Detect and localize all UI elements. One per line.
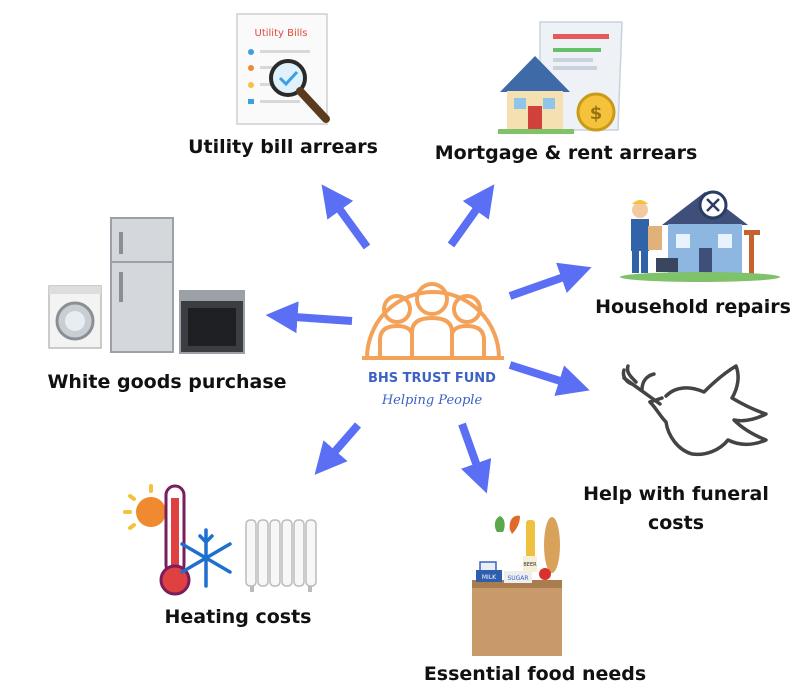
family-icon: [362, 282, 504, 360]
appliances-icon: [48, 217, 245, 354]
label-mortgage-rent-arrears: Mortgage & rent arrears: [435, 142, 698, 164]
bag-milk-text: MILK: [482, 574, 497, 581]
dove-with-branch-icon: [621, 364, 768, 457]
thermometer-sun-snow-radiator-icon: [123, 484, 317, 596]
label-utility-bill-arrears: Utility bill arrears: [188, 136, 378, 158]
arrow-to-utility: [321, 184, 371, 250]
logo-name: BHS TRUST FUND: [368, 371, 496, 386]
arrow-to-food: [458, 422, 492, 494]
label-essential-food-needs: Essential food needs: [424, 663, 646, 685]
label-help-with-funeral-costs: Help with funeral costs: [583, 483, 769, 534]
utility-bill-magnifier-icon: Utility Bills: [236, 13, 330, 125]
label-heating-costs: Heating costs: [165, 606, 312, 628]
label-white-goods-purchase: White goods purchase: [47, 371, 286, 393]
label-household-repairs: Household repairs: [595, 296, 791, 318]
bag-beer-text: BEER: [523, 562, 537, 568]
arrow-to-mortgage: [447, 184, 495, 248]
arrow-to-funeral: [508, 361, 590, 396]
arrows: [265, 184, 592, 494]
arrow-to-heating: [314, 422, 362, 475]
logo-tagline: Helping People: [381, 393, 483, 408]
coin-dollar-sign: $: [590, 103, 603, 124]
utility-doc-title: Utility Bills: [255, 28, 308, 39]
bhs-logo: BHS TRUST FUND Helping People: [362, 282, 504, 408]
arrow-to-white-goods: [265, 301, 353, 334]
arrow-to-repairs: [508, 262, 592, 300]
house-with-coin-icon: $: [498, 21, 623, 134]
house-repair-worker-icon: [620, 190, 780, 282]
bag-sugar-text: SUGAR: [507, 575, 528, 582]
grocery-bag-icon: MILK SUGAR BEER: [472, 515, 562, 656]
